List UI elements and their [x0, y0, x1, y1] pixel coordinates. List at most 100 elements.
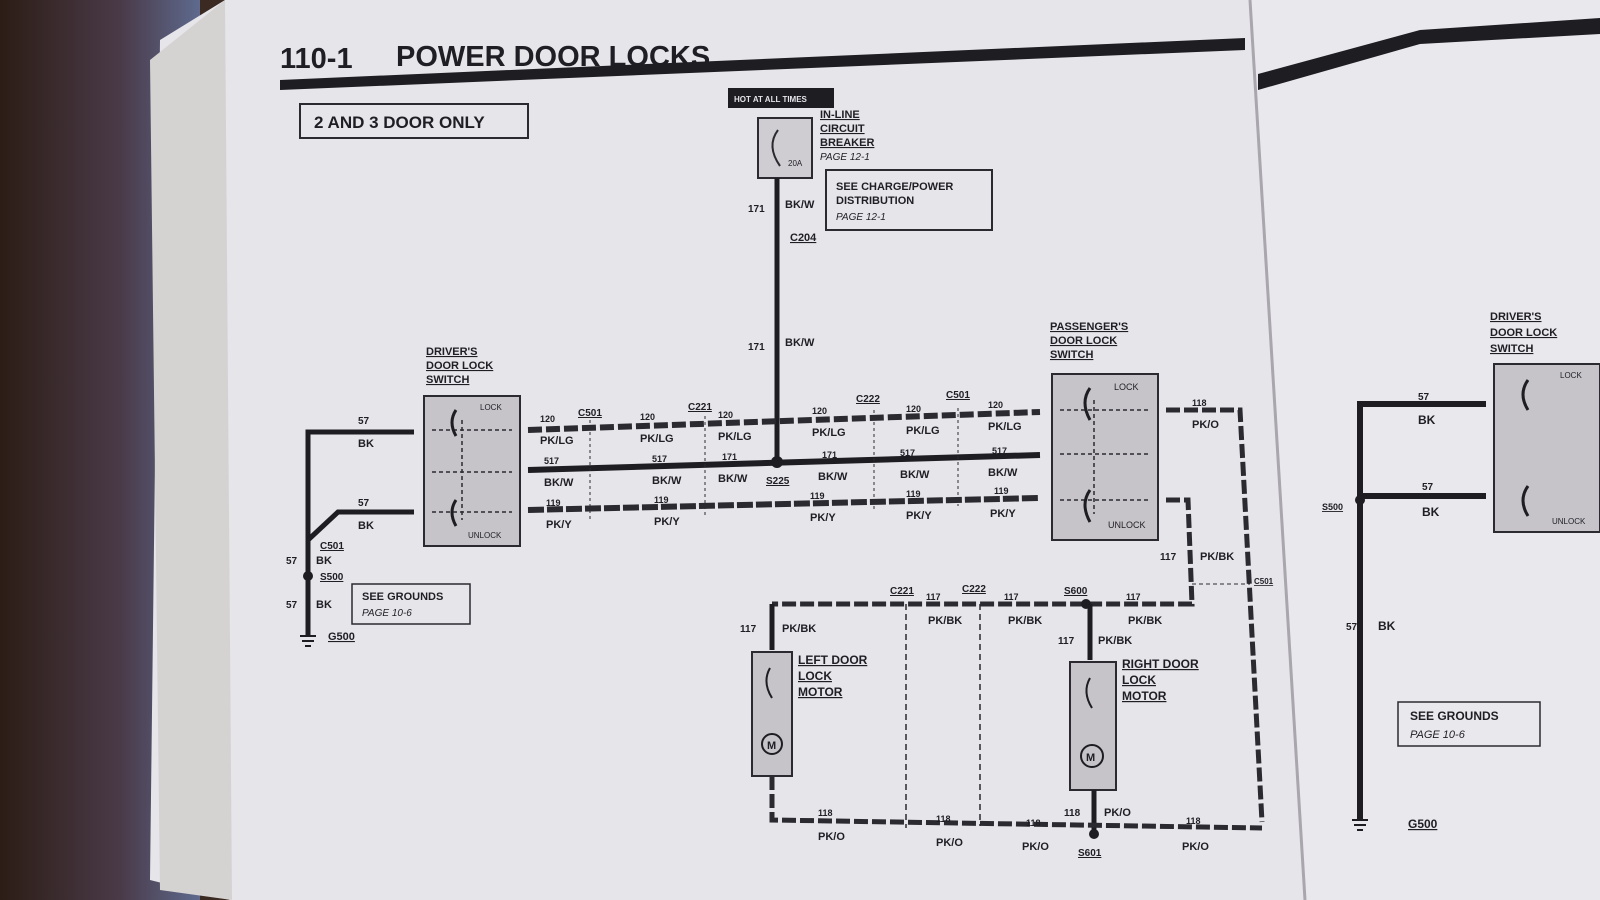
drivers-switch-wire-57-lower: [305, 509, 414, 636]
passengers-door-lock-switch: [1051, 373, 1159, 541]
right-page-grounds-line1: SEE GROUNDS: [1410, 709, 1499, 723]
right-page-switch-label-2: DOOR LOCK: [1490, 327, 1557, 339]
left-motor-label-1: LEFT DOOR: [798, 653, 868, 667]
right-page-splice-s500: [1355, 495, 1365, 505]
ground-g500-left: G500: [328, 631, 355, 643]
bus-label-517-e: 517: [900, 448, 915, 458]
right-page-bk-lower: BK: [1422, 505, 1440, 519]
right-motor-symbol: [1080, 744, 1104, 768]
left-motor-pkbk: PK/BK: [782, 623, 816, 635]
bus-conn-c221-a: C221: [688, 402, 712, 413]
right-motor-pkbk: PK/BK: [1098, 635, 1132, 647]
distribution-box: [825, 169, 993, 231]
bus-label-pklg-c: PK/LG: [718, 431, 752, 443]
left-page: [150, 0, 1305, 900]
bus-conn-c501-a: C501: [578, 408, 602, 419]
drivers-door-lock-switch: [423, 395, 521, 547]
bus-label-517-f: 517: [992, 446, 1007, 456]
bottom-118-b: 118: [936, 814, 951, 824]
bus-label-pky-c: PK/Y: [810, 512, 836, 524]
right-page-switch-lock: LOCK: [1560, 371, 1582, 380]
harness-c222: C222: [962, 584, 986, 595]
scope-box: [299, 103, 529, 139]
left-motor-117: 117: [740, 624, 757, 635]
right-page-ground-symbol: [1352, 819, 1368, 831]
right-page-switch-unlock: UNLOCK: [1552, 517, 1586, 526]
bus-label-119-b: 119: [654, 495, 669, 505]
right-page: [1250, 0, 1600, 900]
right-motor-label-2: LOCK: [1122, 673, 1156, 687]
harness-117-b: 117: [1004, 592, 1019, 602]
header-rule-right: [1258, 18, 1600, 90]
bus-label-517-b: 517: [652, 454, 667, 464]
bus-label-120-f: 120: [988, 400, 1003, 410]
right-page-grounds-box: [1397, 701, 1541, 747]
bus-label-bkw-b: BK/W: [652, 475, 682, 487]
bus-label-120-b: 120: [640, 412, 655, 422]
passengers-switch-label-1: PASSENGER'S: [1050, 321, 1128, 333]
harness-pkbk-a: PK/BK: [928, 615, 962, 627]
page-stack-edge: [150, 0, 232, 900]
label-57-ground-2: 57: [286, 600, 298, 611]
breaker-page: PAGE 12-1: [820, 152, 870, 163]
bottom-118-c: 118: [1026, 818, 1041, 828]
drivers-switch-lock-arm: [450, 409, 458, 527]
left-motor-symbol: [761, 733, 783, 755]
right-motor-label-1: RIGHT DOOR: [1122, 657, 1199, 671]
scope-label: 2 AND 3 DOOR ONLY: [314, 113, 485, 132]
drivers-switch-unlock: UNLOCK: [468, 531, 502, 540]
bus-label-120-a: 120: [540, 414, 555, 424]
drivers-switch-label-2: DOOR LOCK: [426, 360, 493, 372]
harness-pkbk-c: PK/BK: [1128, 615, 1162, 627]
wire-517: [527, 452, 1041, 473]
breaker-rating: 20A: [788, 159, 803, 168]
bus-label-120-e: 120: [906, 404, 921, 414]
right-door-lock-motor: [1069, 661, 1117, 791]
grounds-box-left-line1: SEE GROUNDS: [362, 591, 443, 603]
harness-c221: C221: [890, 586, 914, 597]
bus-conn-c222-a: C222: [856, 394, 880, 405]
bus-label-bkw-c: BK/W: [718, 473, 748, 485]
label-57-ground-1: 57: [286, 556, 298, 567]
harness-s600: S600: [1064, 586, 1088, 597]
passengers-switch-arm: [1083, 387, 1092, 523]
bus-label-120-d: 120: [812, 406, 827, 416]
left-motor-switch: [765, 667, 773, 699]
riser-label-118: 118: [1192, 398, 1207, 408]
bus-label-bkw-d: BK/W: [818, 471, 848, 483]
right-page-57-upper: 57: [1418, 392, 1430, 403]
label-57-lower: 57: [358, 498, 370, 509]
hot-label: HOT AT ALL TIMES: [734, 95, 808, 104]
bus-label-bkw-f: BK/W: [988, 467, 1018, 479]
hot-label-bg: [728, 88, 834, 108]
bottom-pko-c: PK/O: [1022, 841, 1049, 853]
right-motor-117: 117: [1058, 636, 1075, 647]
feed-label-bkw-upper: BK/W: [785, 199, 815, 211]
grounds-box-left: [351, 583, 471, 625]
bus-label-pky-d: PK/Y: [906, 510, 932, 522]
bottom-pko-d: PK/O: [1182, 841, 1209, 853]
bus-label-pklg-f: PK/LG: [988, 421, 1022, 433]
bus-conn-s225: S225: [766, 476, 790, 487]
passengers-switch-contacts: [1060, 400, 1150, 514]
feed-connector: C204: [790, 232, 817, 244]
drivers-switch-label-1: DRIVER'S: [426, 346, 478, 358]
bottom-118-a: 118: [818, 808, 833, 818]
breaker-label-3: BREAKER: [820, 137, 874, 149]
bus-conn-c501-b: C501: [946, 390, 970, 401]
feed-label-bkw-lower: BK/W: [785, 337, 815, 349]
left-motor-label-2: LOCK: [798, 669, 832, 683]
connector-pair-lines: [589, 408, 959, 520]
splice-s601: [1089, 829, 1099, 839]
breaker-label-1: IN-LINE: [820, 109, 860, 121]
section-number: 110-1: [280, 43, 353, 75]
right-page-switch-arm: [1521, 379, 1530, 517]
ground-symbol-left: [300, 635, 316, 647]
bus-label-119-c: 119: [810, 491, 825, 501]
right-page-drivers-switch: [1493, 363, 1600, 533]
bus-label-pklg-d: PK/LG: [812, 427, 846, 439]
wire-117-riser: [772, 497, 1195, 607]
riser-label-117: 117: [1160, 552, 1177, 563]
harness-117-c: 117: [1126, 592, 1141, 602]
